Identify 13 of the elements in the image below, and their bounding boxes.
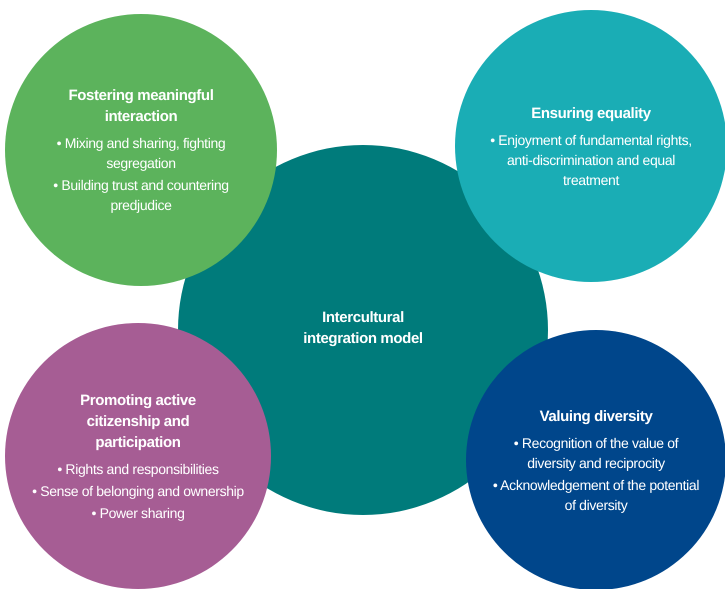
circle-heading: Fostering meaningful interaction (67, 86, 214, 127)
bullet-text: • Enjoyment of fundamental rights, anti-discrimination and equal treatment (489, 130, 693, 190)
bullet-text: • Acknowledgement of the potential of diversity (492, 476, 700, 514)
bullet-text: • Recognition of the value of diversity and reciprocity (512, 434, 680, 472)
circle-heading: Promoting active citizenship and participation (79, 390, 197, 452)
bullet-text: • Rights and responsibilities (56, 460, 220, 478)
bullet-text: • Mixing and sharing, fighting segregation (56, 134, 226, 173)
circle-heading: Intercultural integration model (302, 308, 424, 349)
bullet-text: • Building trust and countering predjudice (52, 176, 230, 215)
circle-heading: Ensuring equality (530, 104, 652, 124)
bullet-text: • Sense of belonging and ownership (31, 482, 245, 500)
circle-heading: Valuing diversity (538, 406, 654, 426)
bullet-text: • Power sharing (90, 504, 186, 522)
